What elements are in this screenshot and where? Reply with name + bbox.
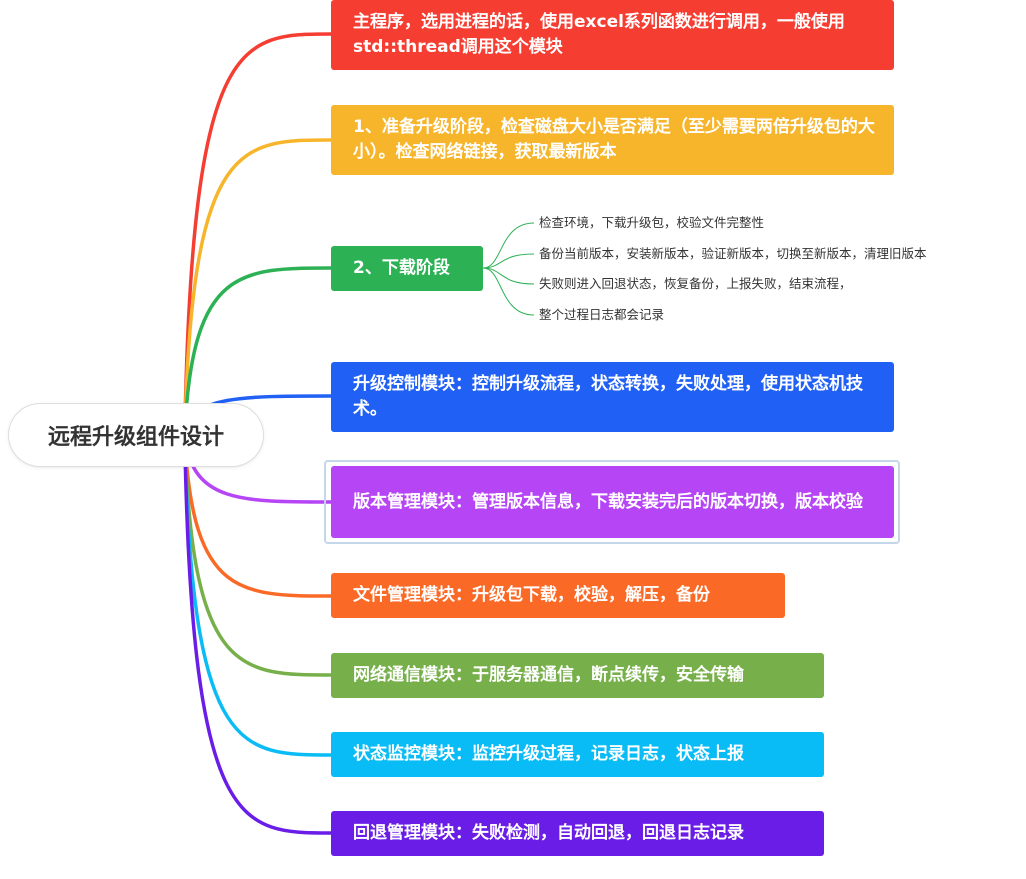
topic-prepare-stage[interactable]: 1、准备升级阶段，检查磁盘大小是否满足（至少需要两倍升级包的大小）。检查网络链接… bbox=[331, 105, 894, 175]
topic-label: 文件管理模块：升级包下载，校验，解压，备份 bbox=[353, 585, 710, 605]
topic-label: 升级控制模块：控制升级流程，状态转换，失败处理，使用状态机技术。 bbox=[353, 374, 863, 419]
subtopic-connector-1 bbox=[482, 253, 535, 269]
topic-file-management[interactable]: 文件管理模块：升级包下载，校验，解压，备份 bbox=[331, 573, 785, 618]
topic-label: 1、准备升级阶段，检查磁盘大小是否满足（至少需要两倍升级包的大小）。检查网络链接… bbox=[353, 117, 875, 162]
subtopic-logging[interactable]: 整个过程日志都会记录 bbox=[539, 307, 665, 322]
connector-prepare-stage bbox=[183, 138, 333, 428]
topic-network-communication[interactable]: 网络通信模块：于服务器通信，断点续传，安全传输 bbox=[331, 653, 824, 698]
connector-rollback-management bbox=[183, 448, 333, 835]
connector-status-monitor bbox=[183, 445, 333, 757]
selection-frame bbox=[324, 460, 900, 544]
connector-file-management bbox=[183, 439, 333, 598]
topic-status-monitor[interactable]: 状态监控模块：监控升级过程，记录日志，状态上报 bbox=[331, 732, 824, 777]
topic-download-stage[interactable]: 2、下载阶段 bbox=[331, 246, 483, 291]
root-topic[interactable]: 远程升级组件设计 bbox=[9, 404, 263, 466]
topic-main-program[interactable]: 主程序，选用进程的话，使用excel系列函数进行调用，一般使用std::thre… bbox=[331, 0, 894, 70]
topic-upgrade-control[interactable]: 升级控制模块：控制升级流程，状态转换，失败处理，使用状态机技术。 bbox=[331, 362, 894, 432]
topic-label: 回退管理模块：失败检测，自动回退，回退日志记录 bbox=[353, 823, 744, 843]
topic-rollback-management[interactable]: 回退管理模块：失败检测，自动回退，回退日志记录 bbox=[331, 811, 824, 856]
topic-label: 版本管理模块：管理版本信息，下载安装完后的版本切换，版本校验 bbox=[353, 491, 863, 512]
subtopic-failure-rollback[interactable]: 失败则进入回退状态，恢复备份，上报失败，结束流程， bbox=[539, 276, 852, 291]
subtopic-connector-2 bbox=[482, 267, 535, 285]
topic-label: 状态监控模块：监控升级过程，记录日志，状态上报 bbox=[353, 744, 744, 764]
connector-download-stage bbox=[183, 266, 333, 431]
connector-main-program bbox=[183, 32, 333, 425]
connector-network-communication bbox=[183, 442, 333, 677]
topic-label: 主程序，选用进程的话，使用excel系列函数进行调用，一般使用std::thre… bbox=[353, 12, 845, 57]
subtopic-connector-0 bbox=[482, 222, 535, 269]
topic-label: 网络通信模块：于服务器通信，断点续传，安全传输 bbox=[353, 665, 744, 685]
root-topic-label: 远程升级组件设计 bbox=[47, 425, 224, 450]
subtopic-check-environment[interactable]: 检查环境，下载升级包，校验文件完整性 bbox=[539, 215, 765, 230]
subtopic-backup-install[interactable]: 备份当前版本，安装新版本，验证新版本，切换至新版本，清理旧版本 bbox=[539, 246, 927, 261]
subtopic-connector-3 bbox=[482, 267, 535, 316]
topic-label: 2、下载阶段 bbox=[353, 258, 450, 278]
topic-version-management[interactable]: 版本管理模块：管理版本信息，下载安装完后的版本切换，版本校验 bbox=[331, 466, 894, 538]
